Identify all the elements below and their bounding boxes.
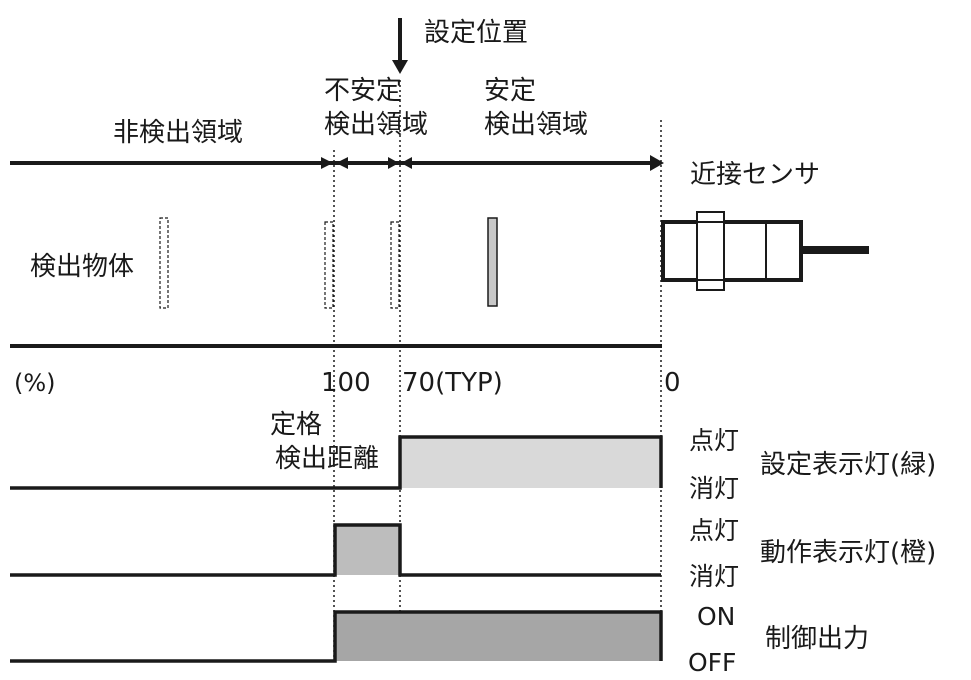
zone-stable-line2: 検出領域 — [484, 110, 589, 140]
signal-output-waveform — [10, 610, 663, 663]
signal-output-fill — [335, 612, 661, 661]
zone-arrowhead-100-right — [336, 157, 348, 169]
rated-distance-line1: 定格 — [270, 410, 323, 440]
signal-setting-waveform — [10, 435, 663, 490]
object-solid — [487, 217, 498, 307]
tick-0-label: 0 — [664, 368, 681, 398]
signal-setting-off-label: 消灯 — [689, 474, 740, 503]
rated-distance-label: 定格 検出距離 — [262, 408, 392, 476]
signal-operation-indicator — [10, 523, 661, 577]
signal-operation-fill — [335, 525, 400, 575]
signal-setting-fill — [400, 437, 661, 488]
object-outline-100 — [324, 221, 334, 309]
object-label: 検出物体 — [30, 252, 135, 282]
signal-operation-name: 動作表示灯(橙) — [760, 538, 937, 568]
signal-output-on-label: ON — [697, 602, 736, 631]
tick-100-label: 100 — [321, 368, 371, 398]
zone-unstable-label: 不安定 検出領域 — [324, 74, 428, 142]
signal-operation-waveform — [10, 523, 661, 577]
zone-unstable-line1: 不安定 — [324, 76, 403, 106]
zone-stable-line1: 安定 — [484, 76, 537, 106]
set-position-arrowhead — [392, 60, 408, 74]
zone-unstable-line2: 検出領域 — [324, 110, 429, 140]
percent-label: (%) — [14, 369, 56, 397]
signal-setting-on-label: 点灯 — [689, 426, 740, 455]
signal-setting-indicator — [10, 435, 663, 490]
signal-output-off-label: OFF — [688, 648, 737, 677]
rated-distance-line2: 検出距離 — [274, 444, 379, 474]
signal-operation-off-label: 消灯 — [689, 562, 740, 591]
signal-control-output — [10, 610, 663, 663]
object-outline-70 — [390, 221, 400, 309]
zone-stable-label: 安定 検出領域 — [484, 74, 588, 142]
signal-setting-name: 設定表示灯(緑) — [760, 450, 937, 480]
proximity-sensor-icon — [661, 211, 869, 291]
signal-operation-on-label: 点灯 — [689, 516, 740, 545]
zone-arrowhead-right — [650, 155, 664, 171]
tick-70-label: 70(TYP) — [402, 368, 503, 398]
signal-output-name: 制御出力 — [765, 624, 870, 654]
zone-non-detect-label: 非検出領域 — [113, 118, 244, 148]
zone-arrowhead-70-right — [401, 157, 412, 169]
zone-arrowhead-100-left — [321, 157, 333, 169]
set-position-label: 設定位置 — [424, 18, 529, 48]
zone-arrowhead-70-left — [388, 157, 399, 169]
object-outline-far — [159, 217, 169, 309]
sensor-label: 近接センサ — [690, 160, 821, 190]
